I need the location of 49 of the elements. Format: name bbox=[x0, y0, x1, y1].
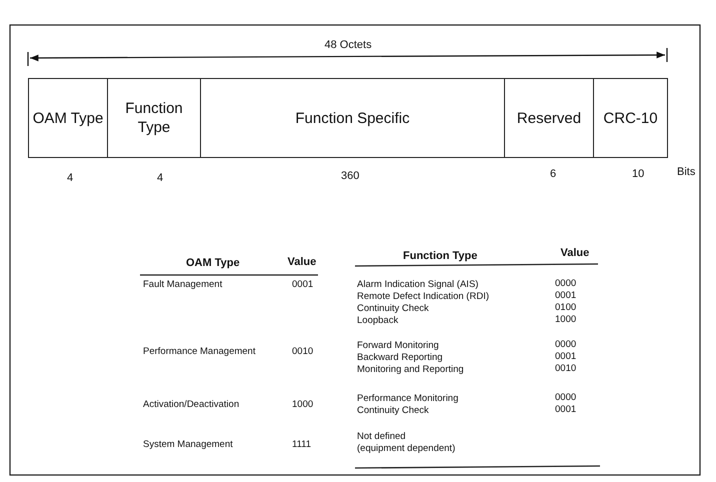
unit-label: Bits bbox=[677, 166, 696, 179]
table-cell: Performance Monitoring bbox=[357, 393, 458, 404]
table-cell: Monitoring and Reporting bbox=[357, 364, 464, 376]
table-cell: Performance Management bbox=[143, 346, 256, 358]
table-cell: Forward Monitoring bbox=[357, 340, 439, 352]
table-cell: Fault Management bbox=[143, 279, 222, 290]
table-cell: 0001 bbox=[555, 404, 576, 416]
table-cell: Remote Defect Indication (RDI) bbox=[357, 291, 489, 302]
table-cell: 0000 bbox=[555, 278, 576, 290]
field-box bbox=[200, 78, 505, 158]
table-cell: Alarm Indication Signal (AIS) bbox=[357, 279, 478, 290]
table-cell: 0010 bbox=[292, 346, 314, 358]
bit-count: 4 bbox=[67, 172, 74, 185]
field-name: CRC-10 bbox=[603, 108, 658, 128]
dimension-label: 48 Octets bbox=[324, 39, 372, 52]
table-cell: Continuity Check bbox=[357, 405, 429, 416]
table-cell: (equipment dependent) bbox=[357, 443, 456, 454]
table-cell: Continuity Check bbox=[357, 303, 429, 314]
table-cell: Not defined bbox=[357, 431, 406, 442]
field-name: Function Type bbox=[124, 99, 184, 137]
table-cell: 0100 bbox=[555, 302, 576, 314]
table-cell: Loopback bbox=[357, 315, 398, 326]
field-box bbox=[593, 78, 668, 158]
table-cell: 0001 bbox=[555, 351, 576, 362]
table-cell: 1111 bbox=[292, 439, 312, 450]
bit-count: 10 bbox=[632, 168, 644, 181]
bit-count: 4 bbox=[157, 172, 164, 185]
column-header: Function Type bbox=[403, 250, 478, 263]
column-header: Value bbox=[560, 247, 590, 260]
table-cell: 0001 bbox=[555, 290, 576, 302]
field-box bbox=[107, 78, 201, 158]
bit-count: 360 bbox=[341, 170, 360, 183]
field-box bbox=[504, 78, 594, 158]
field-name: Reserved bbox=[516, 108, 582, 128]
table-cell: 0000 bbox=[555, 392, 576, 404]
bit-count: 6 bbox=[550, 168, 556, 181]
table-cell: Backward Reporting bbox=[357, 352, 443, 364]
table-cell: 1000 bbox=[555, 314, 576, 326]
field-name: OAM Type bbox=[32, 108, 104, 128]
table-cell: 0001 bbox=[292, 279, 314, 290]
table-cell: 0010 bbox=[555, 363, 576, 374]
column-header: OAM Type bbox=[186, 257, 240, 270]
table-cell: Activation/Deactivation bbox=[143, 399, 240, 410]
table-cell: System Management bbox=[143, 439, 233, 450]
field-box bbox=[28, 78, 108, 158]
column-header: Value bbox=[288, 256, 316, 269]
field-name: Function Specific bbox=[295, 108, 410, 128]
table-cell: 1000 bbox=[292, 399, 314, 410]
table-cell: 0000 bbox=[555, 339, 576, 350]
